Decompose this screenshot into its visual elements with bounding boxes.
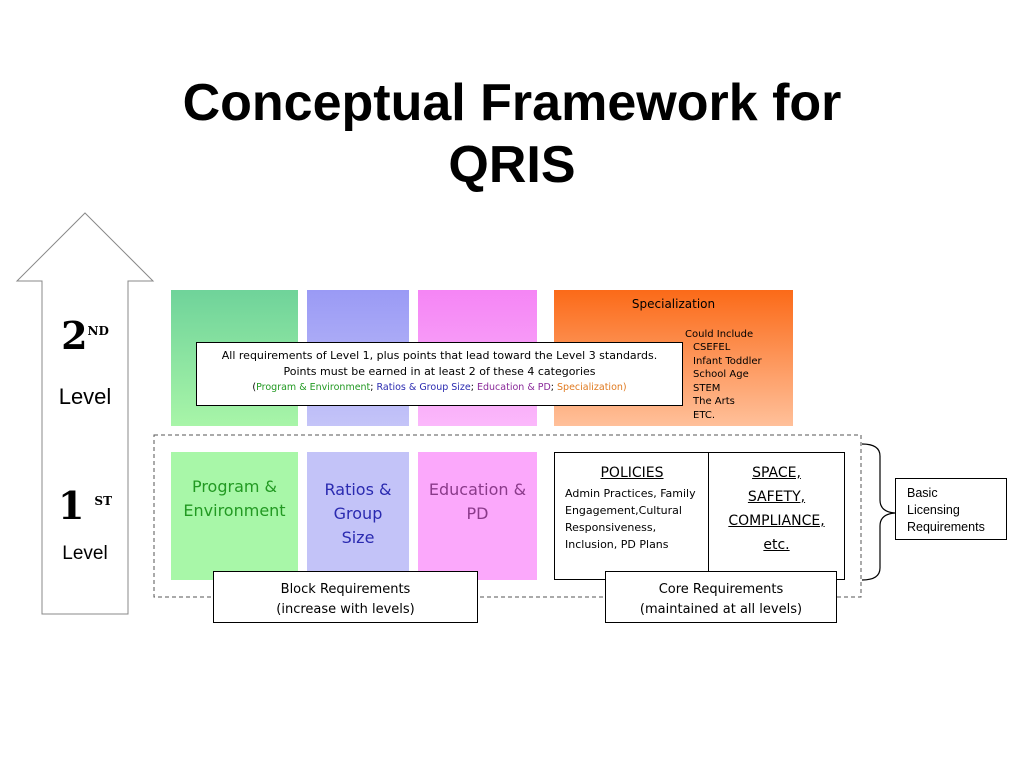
level-2-suffix: ND (87, 324, 109, 338)
education-line-1: Education & (428, 480, 527, 499)
level-2-number: 2 (61, 313, 88, 358)
title-line-2: QRIS (448, 136, 576, 194)
title-line-1: Conceptual Framework for (182, 74, 842, 132)
ratios-group-size-label: Ratios & Group Size (307, 478, 409, 550)
core-req-line-1: Core Requirements (658, 582, 784, 597)
policies-title: POLICIES (600, 465, 664, 481)
ratios-line-3: Size (341, 528, 375, 547)
note-line-3: (Program & Environment; Ratios & Group S… (197, 380, 682, 396)
core-req-line-2: (maintained at all levels) (639, 602, 803, 617)
note-line-1: All requirements of Level 1, plus points… (221, 349, 658, 362)
block-req-line-2: (increase with levels) (276, 602, 415, 617)
space-line-1: SPACE, (752, 465, 801, 481)
basic-line-2: Licensing (907, 503, 960, 517)
list-item: Infant Toddler (693, 355, 762, 367)
level2-note-box: All requirements of Level 1, plus points… (196, 342, 683, 406)
space-line-4: etc. (763, 537, 790, 553)
note-cat-ratios: Ratios & Group Size (376, 382, 471, 393)
up-arrow-icon (15, 212, 155, 615)
level-1-word: Level (62, 543, 108, 564)
level1-program-block (171, 452, 298, 580)
specialization-title: Specialization (631, 297, 716, 311)
basic-line-1: Basic (907, 486, 938, 500)
curly-bracket-icon (861, 443, 896, 581)
note-sep: ; (550, 382, 558, 393)
level1-education-block (418, 452, 537, 580)
list-item: Engagement,Cultural (565, 504, 682, 517)
list-item: ETC. (693, 409, 716, 421)
block-requirements-box: Block Requirements (increase with levels… (213, 571, 478, 623)
list-item: Admin Practices, Family (565, 487, 696, 500)
note-cat-specialization: Specialization) (557, 382, 627, 393)
ratios-line-2: Group (333, 504, 383, 523)
note-cat-education: Education & PD (477, 382, 551, 393)
space-line-3: COMPLIANCE, (728, 513, 825, 529)
note-sep: ; (370, 382, 377, 393)
list-item: CSEFEL (693, 342, 731, 353)
basic-line-3: Requirements (907, 520, 985, 534)
specialization-list: CSEFEL Infant Toddler School Age STEM Th… (693, 341, 762, 422)
list-item: Inclusion, PD Plans (565, 538, 669, 551)
list-item: Responsiveness, (565, 521, 657, 534)
space-line-2: SAFETY, (747, 489, 806, 505)
core-requirements-box: Core Requirements (maintained at all lev… (605, 571, 837, 623)
program-environment-label: Program & Environment (171, 475, 298, 523)
note-line-2: Points must be earned in at least 2 of t… (283, 365, 596, 378)
note-cat-program: Program & Environment (256, 382, 371, 393)
program-line-2: Environment (183, 501, 286, 520)
level1-ratios-block (307, 452, 409, 580)
education-pd-label: Education & PD (418, 478, 537, 526)
note-paren: ( (252, 382, 257, 393)
program-line-1: Program & (191, 477, 278, 496)
block-req-line-1: Block Requirements (280, 582, 411, 597)
level-2-label: 2ND (42, 316, 128, 356)
list-item: The Arts (693, 396, 735, 407)
level-1-number: 1 (57, 483, 85, 528)
policies-list: Admin Practices, Family Engagement,Cultu… (565, 485, 709, 553)
level-1-suffix: ST (94, 494, 113, 508)
basic-licensing-box: Basic Licensing Requirements (895, 478, 1007, 540)
list-item: School Age (693, 369, 749, 380)
level-2-word: Level (58, 384, 112, 409)
level-1-label: 1 ST (42, 486, 128, 526)
policies-box: POLICIES Admin Practices, Family Engagem… (554, 452, 710, 580)
could-include-label: Could Include (685, 329, 754, 340)
space-safety-box: SPACE, SAFETY, COMPLIANCE, etc. (708, 452, 845, 580)
education-line-2: PD (466, 504, 489, 523)
page-title: Conceptual Framework for QRIS (0, 72, 1024, 196)
list-item: STEM (693, 382, 721, 394)
level1-dashed-frame (153, 434, 862, 598)
note-sep: ; (470, 382, 477, 393)
ratios-line-1: Ratios & (324, 480, 392, 499)
